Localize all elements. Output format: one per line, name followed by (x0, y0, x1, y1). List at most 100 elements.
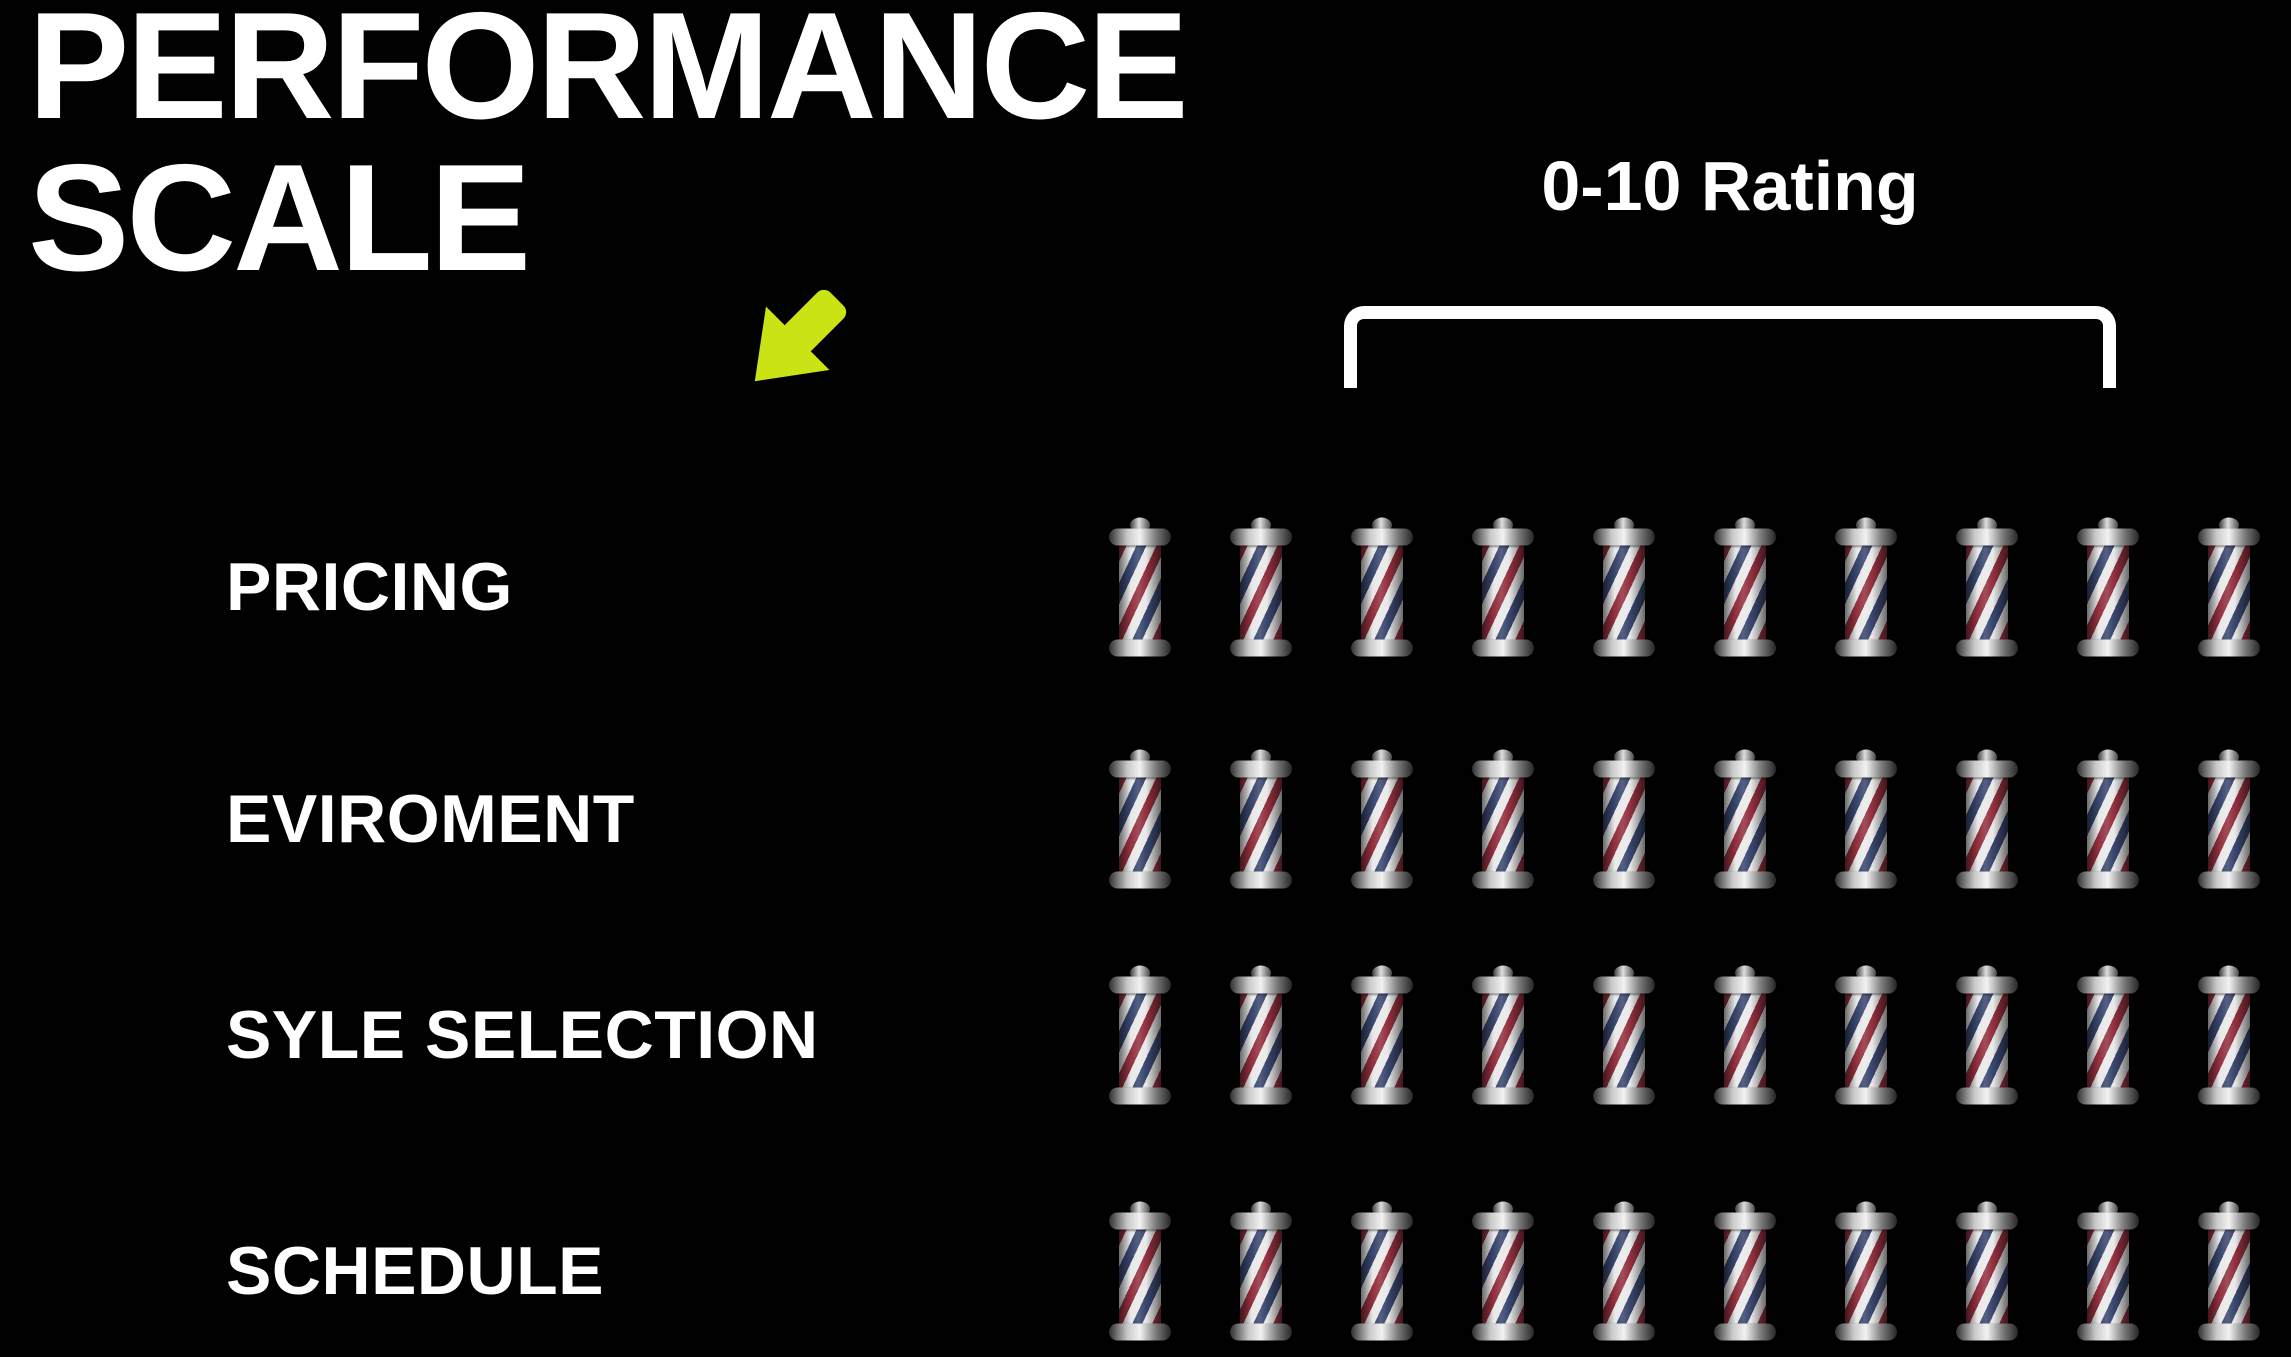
pole-cap-bottom (1593, 639, 1655, 657)
pole-cap-bottom (1472, 639, 1534, 657)
pole-cap-top (1351, 760, 1413, 778)
pole-cap-top (1351, 528, 1413, 546)
pole-cap-top (1835, 1212, 1897, 1230)
pole-cap-bottom (1956, 871, 2018, 889)
page-title-line1: PERFORMANCE (28, 0, 1189, 151)
pole-body (1119, 772, 1161, 877)
pole-cap-bottom (1714, 871, 1776, 889)
pole-body (1240, 988, 1282, 1093)
pole-cap-top (1593, 1212, 1655, 1230)
barber-pole-icon (1592, 749, 1656, 889)
pole-cap-bottom (1472, 1323, 1534, 1341)
pole-body (2208, 772, 2250, 877)
pole-group (1108, 965, 2261, 1105)
down-right-arrow-icon (754, 289, 847, 382)
pole-body (1845, 988, 1887, 1093)
pole-body (2087, 988, 2129, 1093)
pole-cap-top (1835, 760, 1897, 778)
pole-group (1108, 749, 2261, 889)
pole-cap-top (1109, 528, 1171, 546)
row-label: PRICING (226, 549, 513, 625)
row-label: SCHEDULE (226, 1233, 605, 1309)
pole-cap-top (2198, 528, 2260, 546)
pole-body (1482, 540, 1524, 645)
pole-body (1119, 988, 1161, 1093)
barber-pole-icon (2076, 1201, 2140, 1341)
pole-group (1108, 517, 2261, 657)
pole-cap-bottom (1593, 871, 1655, 889)
pole-cap-bottom (1835, 639, 1897, 657)
pole-body (1482, 1224, 1524, 1329)
pole-cap-top (2198, 976, 2260, 994)
pole-body (1482, 988, 1524, 1093)
pole-cap-bottom (2077, 1323, 2139, 1341)
pole-body (1603, 772, 1645, 877)
pole-cap-top (1835, 976, 1897, 994)
pole-group (1108, 1201, 2261, 1341)
pole-cap-top (1714, 528, 1776, 546)
pole-cap-top (2077, 1212, 2139, 1230)
pole-cap-top (2077, 760, 2139, 778)
pole-cap-bottom (1956, 1323, 2018, 1341)
pole-cap-bottom (1956, 639, 2018, 657)
barber-pole-icon (1592, 1201, 1656, 1341)
pole-body (1482, 772, 1524, 877)
pole-body (2087, 540, 2129, 645)
barber-pole-icon (2197, 965, 2261, 1105)
barber-pole-icon (1229, 1201, 1293, 1341)
pole-cap-bottom (1714, 1087, 1776, 1105)
rating-row-pricing: PRICING (0, 512, 2291, 662)
pole-body (1361, 772, 1403, 877)
pole-cap-bottom (1351, 871, 1413, 889)
pole-body (1966, 1224, 2008, 1329)
pole-cap-bottom (1109, 1323, 1171, 1341)
arrow-shape (754, 289, 847, 382)
pole-body (1966, 988, 2008, 1093)
pole-cap-bottom (1472, 871, 1534, 889)
pole-cap-top (1472, 1212, 1534, 1230)
barber-pole-icon (1713, 517, 1777, 657)
pole-cap-bottom (1109, 639, 1171, 657)
pole-cap-bottom (1351, 1087, 1413, 1105)
barber-pole-icon (1955, 965, 2019, 1105)
pole-cap-bottom (2077, 871, 2139, 889)
pole-cap-top (1593, 528, 1655, 546)
pole-cap-bottom (2198, 1087, 2260, 1105)
pole-body (1724, 988, 1766, 1093)
barber-pole-icon (1350, 965, 1414, 1105)
pole-body (1966, 772, 2008, 877)
pole-cap-bottom (1109, 871, 1171, 889)
barber-pole-icon (1229, 517, 1293, 657)
pole-body (2208, 540, 2250, 645)
pole-cap-bottom (1593, 1087, 1655, 1105)
pole-cap-top (1472, 760, 1534, 778)
pole-body (1966, 540, 2008, 645)
pole-cap-top (2198, 760, 2260, 778)
pole-cap-bottom (1109, 1087, 1171, 1105)
pole-cap-bottom (1351, 1323, 1413, 1341)
pole-cap-top (2077, 976, 2139, 994)
pole-body (1845, 1224, 1887, 1329)
pole-cap-top (1714, 976, 1776, 994)
pole-body (1240, 772, 1282, 877)
barber-pole-icon (1592, 965, 1656, 1105)
pole-cap-bottom (1835, 1323, 1897, 1341)
pole-body (1603, 1224, 1645, 1329)
pole-cap-bottom (1230, 1087, 1292, 1105)
pole-body (1724, 1224, 1766, 1329)
barber-pole-icon (1471, 517, 1535, 657)
pole-cap-bottom (2077, 639, 2139, 657)
pole-cap-top (1230, 976, 1292, 994)
pole-cap-top (1714, 760, 1776, 778)
pole-cap-top (1109, 760, 1171, 778)
barber-pole-icon (2197, 517, 2261, 657)
barber-pole-icon (1955, 517, 2019, 657)
pole-cap-bottom (2198, 1323, 2260, 1341)
pole-body (1119, 540, 1161, 645)
pole-cap-top (1714, 1212, 1776, 1230)
barber-pole-icon (1471, 965, 1535, 1105)
pole-cap-bottom (2198, 639, 2260, 657)
pole-cap-top (1956, 760, 2018, 778)
pole-cap-bottom (1835, 871, 1897, 889)
pole-cap-bottom (1351, 639, 1413, 657)
